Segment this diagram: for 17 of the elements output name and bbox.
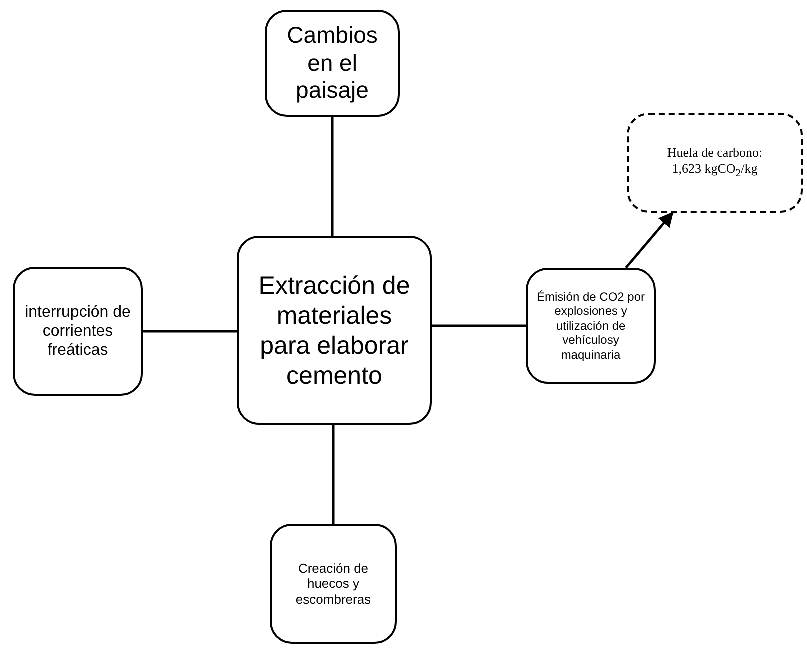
process-box	[265, 10, 400, 117]
process-box	[13, 267, 143, 396]
connector-line	[432, 324, 526, 328]
node-text: Émisión de CO2 por explosiones y utilización de vehículosy maquinaria	[536, 290, 646, 362]
note-box	[627, 113, 803, 213]
process-box	[237, 236, 432, 425]
node-text: Creación de huecos y escombreras	[294, 560, 372, 608]
node-text: Cambios en el paisaje	[286, 22, 379, 105]
process-box	[526, 268, 656, 384]
process-box	[270, 524, 397, 644]
connector-line	[331, 117, 334, 236]
arrow	[625, 212, 674, 269]
connector-line	[143, 330, 237, 333]
node-text: Extracción de materiales para elaborar cemento	[258, 270, 412, 390]
connector-line	[332, 425, 335, 524]
node-text: Huela de carbono: 1,623 kgCO$_{2}$/kg	[666, 145, 764, 181]
node-text: interrupción de corrientes freáticas	[25, 302, 131, 360]
